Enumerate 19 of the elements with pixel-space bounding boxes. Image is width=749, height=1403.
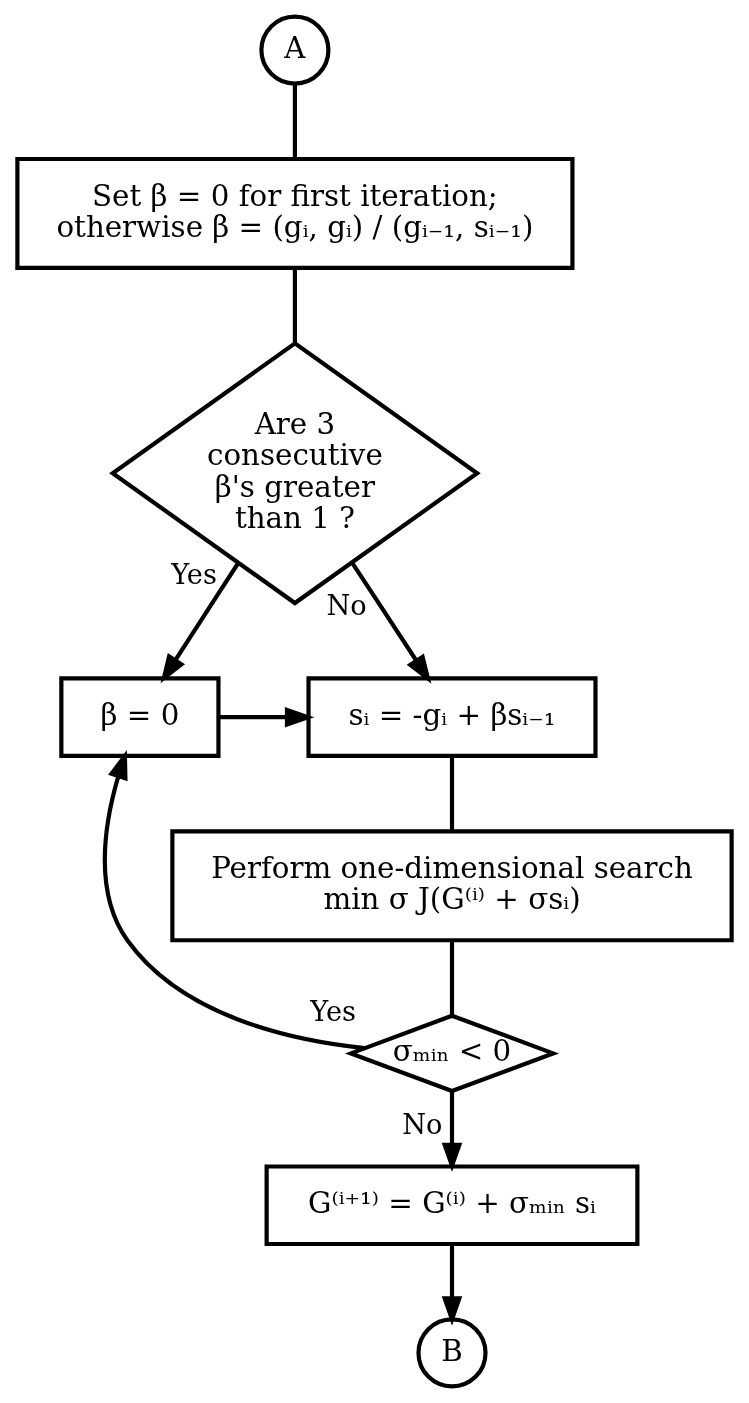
arrow [441,1244,463,1326]
connector [449,940,455,1015]
node-box: Perform one-dimensional search min σ J(G⁽ⁱ⁾ + σsᵢ) [170,829,734,943]
edge-label: No [402,1108,443,1140]
node-circle: A [259,14,331,86]
arrow [350,561,432,684]
connector [449,756,455,831]
node-box: sᵢ = -gᵢ + βsᵢ₋₁ [306,676,598,759]
arrow [160,562,240,684]
arrow [218,706,315,728]
edge-label: Yes [171,558,217,590]
arrow [441,1091,463,1172]
node-box: G⁽ⁱ⁺¹⁾ = G⁽ⁱ⁾ + σₘᵢₙ sᵢ [264,1164,640,1247]
node-box: Set β = 0 for first iteration; otherwise β = (gᵢ, gᵢ) / (gᵢ₋₁, sᵢ₋₁) [15,156,575,271]
connector [292,83,297,159]
node-circle: B [416,1317,488,1389]
connector [292,268,297,343]
arrow [102,750,365,1051]
node-box: β = 0 [59,676,221,759]
